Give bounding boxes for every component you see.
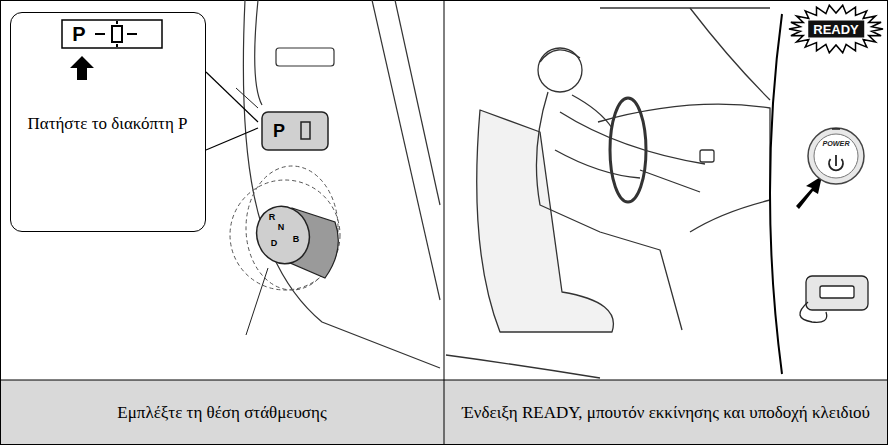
gear-letter-text: B <box>293 235 300 244</box>
caption-cell: Ένδειξη READY, μπουτόν εκκίνησης και υπο… <box>444 381 888 445</box>
table-divider <box>0 380 888 381</box>
switch-letter-text: P <box>273 122 285 140</box>
key-slot <box>800 276 868 322</box>
bracket <box>770 14 782 374</box>
callout-inset: Πατήστε το διακόπτη P <box>10 12 206 232</box>
power-button: POWER <box>806 126 866 186</box>
gear-letter-text: N <box>278 223 285 232</box>
leader-line <box>236 88 258 108</box>
dashed-circle <box>246 166 338 290</box>
ready-text: READY <box>808 21 864 38</box>
callout-tail <box>206 72 258 150</box>
gear-letter: R <box>267 211 277 223</box>
leader-line <box>246 268 268 335</box>
knob-face <box>249 199 318 271</box>
indicator-light <box>95 21 137 47</box>
caption-cell-text: Ένδειξη READY, μπουτόν εκκίνησης και υπο… <box>462 403 870 423</box>
caption-cell-text: Εμπλέξτε τη θέση στάθμευσης <box>117 403 326 423</box>
button-outline <box>806 126 866 186</box>
button-ring <box>808 128 864 184</box>
driver-scene <box>446 8 770 378</box>
switch-letter: P <box>268 118 290 144</box>
instruction-text: Πατήστε το διακόπτη P <box>19 113 196 134</box>
indicator-panel <box>62 20 162 48</box>
console-outline <box>243 0 440 368</box>
power-symbol <box>835 155 837 166</box>
press-arrow <box>70 56 94 80</box>
caption-cell: Εμπλέξτε τη θέση στάθμευσης <box>0 381 444 445</box>
gear-letter: N <box>276 221 286 233</box>
button-mark <box>832 128 840 130</box>
ready-indicator: READY <box>788 4 884 54</box>
gear-letter-text: D <box>271 239 278 248</box>
gear-letter: D <box>269 237 279 249</box>
table-divider <box>444 0 445 445</box>
button-text: POWER <box>806 139 866 148</box>
indicator-letter: P <box>68 21 90 47</box>
starburst-shape <box>789 5 883 53</box>
p-switch-symbol <box>301 122 310 139</box>
gear-letter-text: R <box>269 213 276 222</box>
press-arrow <box>796 176 822 209</box>
gear-letter: B <box>291 233 301 245</box>
indicator-letter-text: P <box>72 24 85 44</box>
p-switch <box>262 112 328 150</box>
